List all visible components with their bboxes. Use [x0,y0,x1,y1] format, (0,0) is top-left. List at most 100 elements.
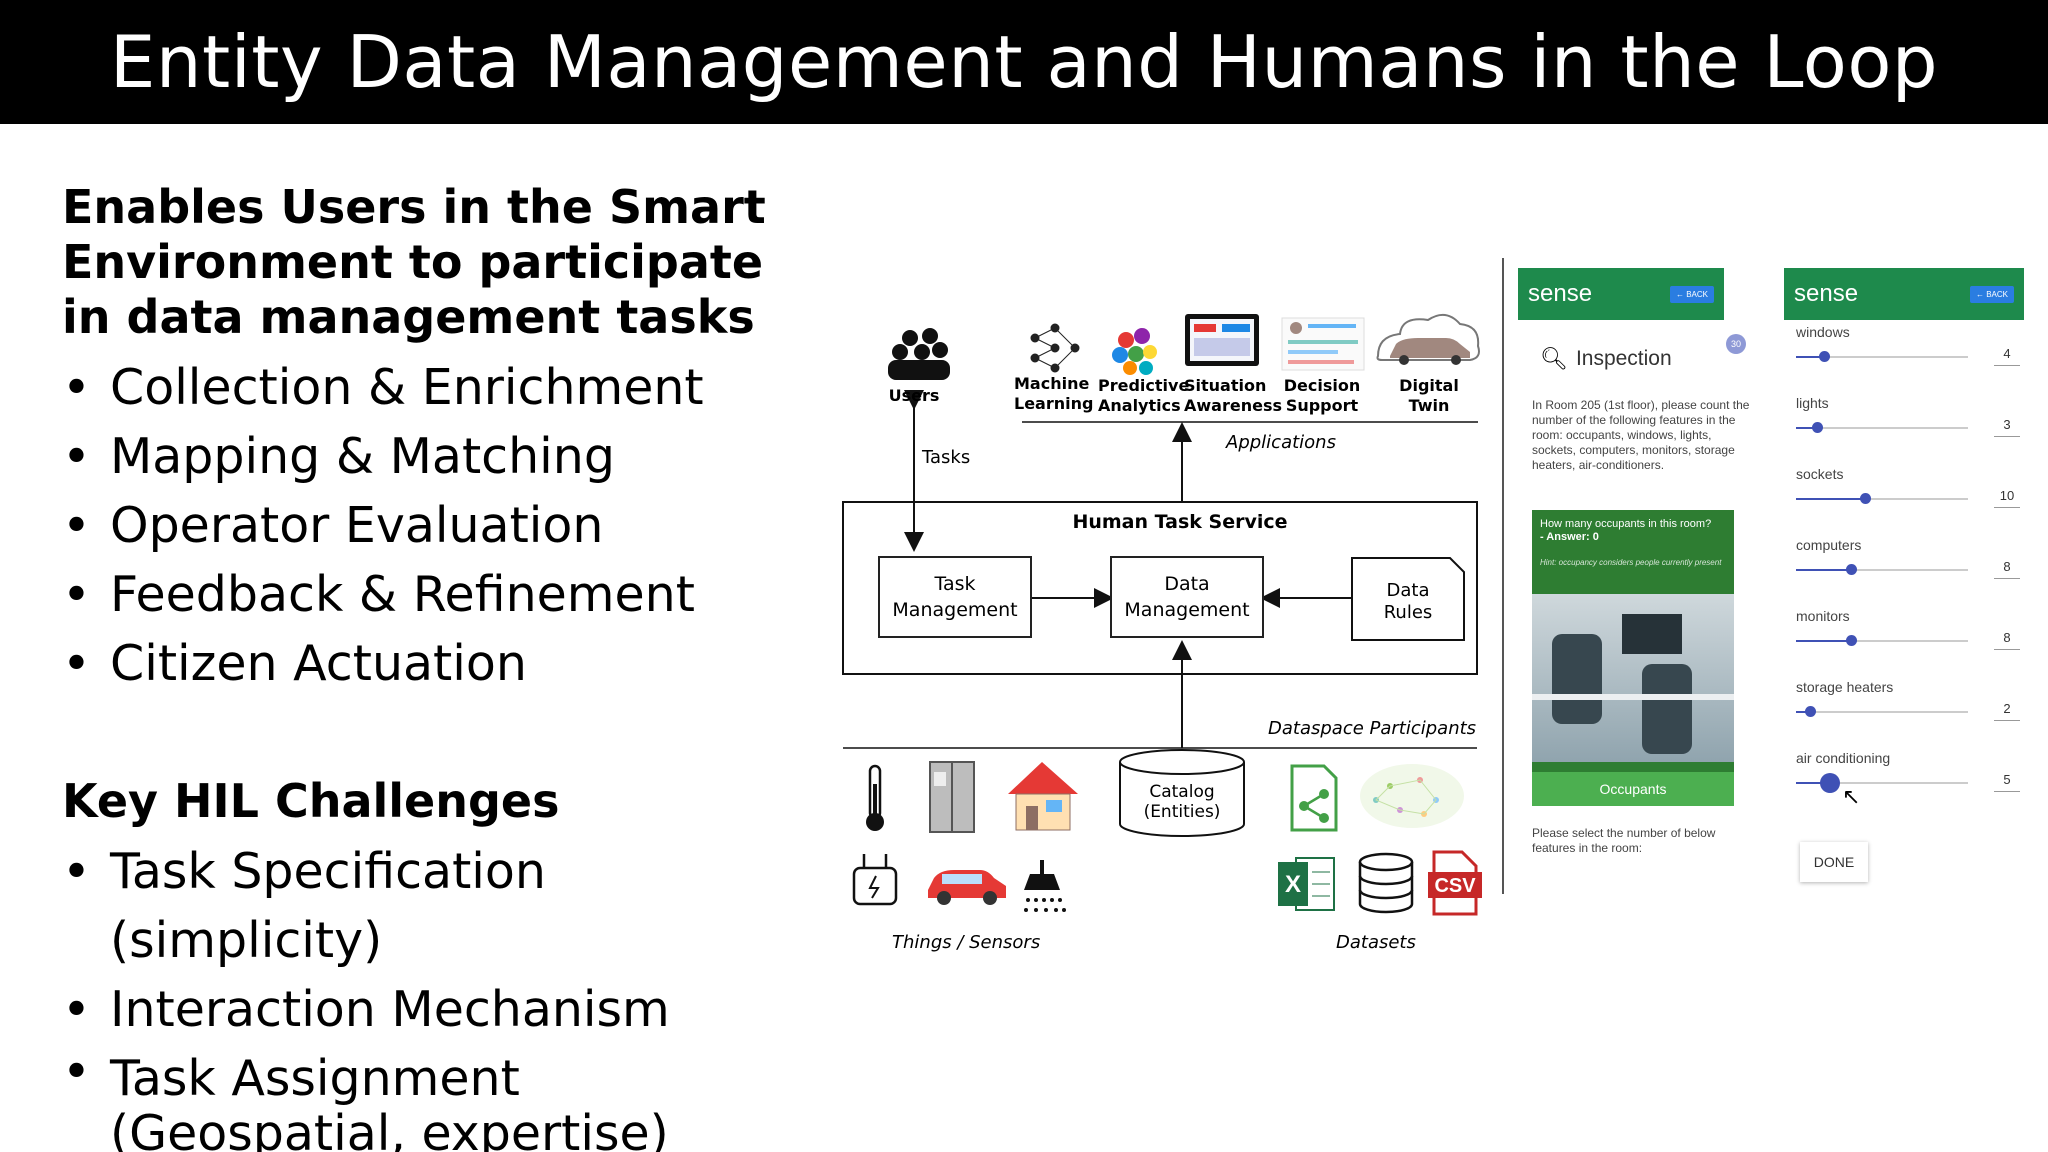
inspection-title: Inspection [1575,347,1672,370]
slider-row: air conditioning 5 [1796,750,2020,810]
slider-knob[interactable] [1805,706,1816,717]
thermometer-icon [866,764,884,831]
slider-track[interactable] [1796,711,1968,713]
back-button[interactable]: ← BACK [1969,285,2014,303]
predictive-analytics-icon [1112,328,1157,375]
slider-track[interactable] [1796,356,1968,358]
sliders-screen: sense ← BACK windows 4 lights 3 sockets 10 com… [1784,268,2024,908]
slider-knob[interactable] [1860,493,1871,504]
database-icon [1358,852,1414,914]
slider-row: sockets 10 [1796,466,2020,526]
things-sensors-label: Things / Sensors [892,932,1041,953]
slider-knob[interactable] [1846,564,1857,575]
diagram-lines: X CSV [842,313,1482,916]
slider-knob[interactable] [1812,422,1823,433]
participants-label: Dataspace Participants [1268,718,1477,739]
slider-fill [1796,356,1824,358]
bullet-item: Task Assignment (Geospatial, expertise) [62,1044,822,1152]
title-bar: Entity Data Management and Humans in the… [0,0,2048,124]
slider-label: windows [1796,324,1850,340]
human-task-service-label: Human Task Service [1072,511,1288,533]
slider-fill [1796,640,1851,642]
data-management-box: Data Management [1110,556,1264,638]
slider-knob[interactable] [1819,351,1830,362]
machine-learning-icon [1030,323,1080,373]
situation-awareness-icon [1185,314,1259,366]
slider-row: monitors 8 [1796,608,2020,668]
inspection-instructions: In Room 205 (1st floor), please count th… [1532,398,1750,472]
slider-label: air conditioning [1796,750,1891,766]
shower-icon [1024,860,1066,912]
architecture-diagram: X CSV Users Tasks Machine Learning Predi… [830,300,1500,980]
app-label-sa: Situation Awareness [1184,376,1282,415]
task-management-box: Task Management [878,556,1032,638]
slider-fill [1796,782,1830,784]
slider-value[interactable]: 5 [1994,772,2020,792]
slider-track[interactable] [1796,427,1968,429]
slider-fill [1796,569,1851,571]
users-icon [888,328,950,380]
occupants-button[interactable]: Occupants [1532,772,1734,806]
users-label: Users [888,386,940,405]
data-rules-label: Data Rules [1383,580,1433,623]
app-label-ml: Machine Learning [1014,374,1094,413]
answer-text: - Answer: 0 [1540,531,1599,543]
app-bar: sense ← BACK [1784,268,2024,320]
question-text: How many occupants in this room? [1540,518,1712,530]
bullet-item: Mapping & Matching [62,422,822,491]
slider-track[interactable] [1796,498,1968,500]
slider-fill [1796,711,1810,713]
datasets-label: Datasets [1336,932,1416,953]
app-label-ds: Decision Support [1283,376,1361,415]
bullet-item: Interaction Mechanism [62,975,822,1044]
slide-title: Entity Data Management and Humans in the… [109,20,1939,104]
slider-knob[interactable] [1820,773,1840,793]
slider-value[interactable]: 3 [1994,417,2020,437]
slider-value[interactable]: 4 [1994,346,2020,366]
excel-icon-letter: X [1285,871,1301,898]
hint-text: Hint: occupancy considers people current… [1540,558,1722,567]
slider-track[interactable] [1796,569,1968,571]
bullet-item: Feedback & Refinement [62,560,822,629]
slider-label: lights [1796,395,1829,411]
network-graph-icon [1360,764,1464,828]
slider-fill [1796,427,1817,429]
footer-text: Please select the number of below featur… [1532,826,1716,855]
inspection-header: 🔍︎ Inspection [1540,346,1672,372]
share-document-icon [1290,764,1338,832]
slider-track[interactable] [1796,782,1968,784]
csv-label: CSV [1434,875,1476,897]
bullet-list-challenges: Task Specification (simplicity) Interact… [62,837,822,1152]
divider [1502,258,1504,894]
app-brand: sense [1794,280,1859,307]
slider-track[interactable] [1796,640,1968,642]
heading-challenges: Key HIL Challenges [62,774,560,828]
fridge-icon [929,761,975,833]
slider-label: monitors [1796,608,1850,624]
slider-value[interactable]: 8 [1994,630,2020,650]
slider-value[interactable]: 8 [1994,559,2020,579]
house-icon [1008,762,1078,831]
slider-value[interactable]: 10 [1994,488,2020,508]
back-button[interactable]: ← BACK [1669,285,1714,303]
slider-fill [1796,498,1865,500]
catalog-cylinder [1119,749,1245,837]
bullet-item: Citizen Actuation [62,629,822,698]
slider-value[interactable]: 2 [1994,701,2020,721]
slider-knob[interactable] [1846,635,1857,646]
done-button[interactable]: DONE [1800,842,1868,882]
app-bar: sense ← BACK [1518,268,1724,320]
heading-users: Enables Users in the Smart Environment t… [62,180,766,344]
digital-twin-icon [1376,313,1480,365]
slider-label: sockets [1796,466,1844,482]
applications-label: Applications [1226,432,1336,453]
search-icon: 🔍︎ [1540,346,1568,371]
excel-icon: X [1278,857,1335,911]
inspection-screen: sense ← BACK 🔍︎ Inspection 30 In Room 20… [1518,268,1749,874]
mouse-cursor-icon: ↖ [1842,784,1861,809]
bullet-item: Collection & Enrichment [62,353,822,422]
question-card: How many occupants in this room? - Answe… [1532,510,1734,806]
bullet-item: Task Specification (simplicity) [62,837,822,975]
